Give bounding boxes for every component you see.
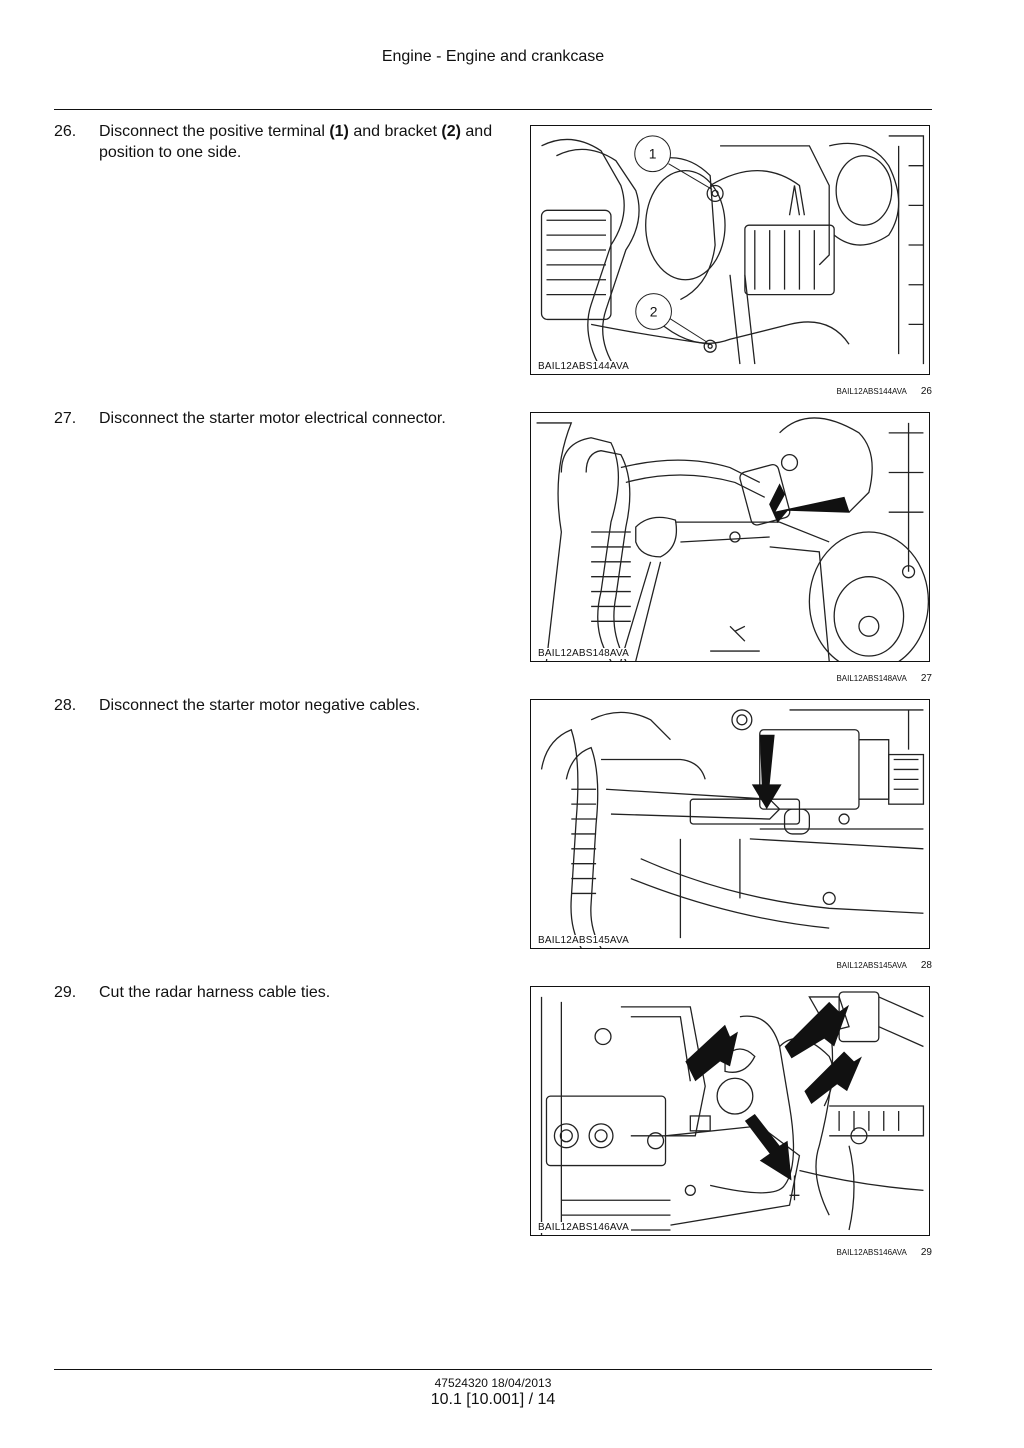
callout-2-marker [635,293,672,330]
figure-code: BAIL12ABS146AVA [536,1222,632,1233]
figure-number: 26 [920,386,932,397]
callout-1-label: 1 [649,146,657,162]
step-text: Disconnect the starter motor negative ca… [99,697,421,714]
caption-code: BAIL12ABS146AVA [836,1248,907,1257]
page-header-title: Engine - Engine and crankcase [381,48,605,65]
figure-number: 27 [920,673,932,684]
footer-document-reference: 47524320 18/04/2013 [434,1376,552,1390]
figure-29-caption: BAIL12ABS146AVA 29 [760,1247,932,1258]
step-text: Disconnect the positive terminal (1) and… [99,123,493,161]
step-number: 28. [54,697,77,714]
header-rule [54,109,932,110]
starter-connector-drawing [536,417,929,661]
figure-code: BAIL12ABS145AVA [536,935,632,946]
arrow-pointer-icon [784,1001,850,1059]
figure-number: 28 [920,960,932,971]
figure-number: 29 [920,1247,932,1258]
figure-28-illustration: BAIL12ABS145AVA [530,699,930,949]
figure-28-caption: BAIL12ABS145AVA 28 [760,960,932,971]
step-text: Disconnect the starter motor electrical … [99,410,446,427]
step-27: 27. Disconnect the starter motor electri… [54,408,504,433]
starter-negative-cables-drawing [540,709,925,948]
figure-code: BAIL12ABS148AVA [536,648,632,659]
step-number: 26. [54,123,77,140]
callout-2-label: 2 [650,303,658,319]
arrow-pointer-icon [804,1051,862,1105]
callout-1-marker [634,135,671,173]
figure-27-illustration: BAIL12ABS148AVA [530,412,930,662]
caption-code: BAIL12ABS145AVA [836,961,907,970]
step-text: Cut the radar harness cable ties. [99,984,331,1001]
step-number: 29. [54,984,77,1001]
footer-page-reference: 10.1 [10.001] / 14 [430,1391,556,1408]
radar-harness-drawing [540,991,925,1235]
figure-26-illustration: 1 2 BAIL12ABS144AVA [530,125,930,375]
caption-code: BAIL12ABS144AVA [836,387,907,396]
footer-rule [54,1369,932,1370]
arrow-pointer-icon [769,483,850,524]
figure-26-caption: BAIL12ABS144AVA 26 [760,386,932,397]
step-26: 26. Disconnect the positive terminal (1)… [54,121,504,171]
step-number: 27. [54,410,77,427]
arrow-pointer-icon [685,1024,738,1082]
figure-code: BAIL12ABS144AVA [536,361,632,372]
caption-code: BAIL12ABS148AVA [836,674,907,683]
figure-29-illustration: BAIL12ABS146AVA [530,986,930,1236]
step-28: 28. Disconnect the starter motor negativ… [54,695,504,720]
arrow-pointer-icon [744,1113,792,1181]
arrow-pointer-icon [751,734,782,810]
engine-terminal-drawing: 1 2 [540,135,925,370]
step-29: 29. Cut the radar harness cable ties. [54,982,504,1007]
figure-27-caption: BAIL12ABS148AVA 27 [760,673,932,684]
